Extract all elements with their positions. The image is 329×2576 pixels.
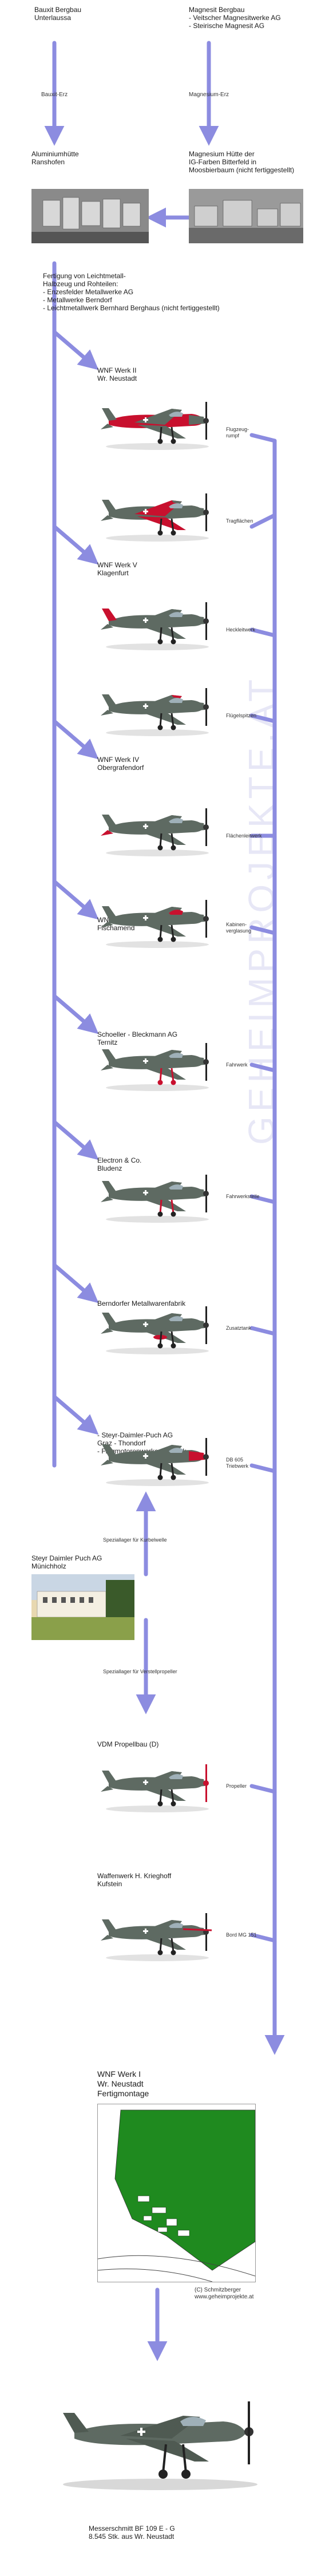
final-assembly-title: WNF Werk I Wr. Neustadt Fertigmontage <box>97 2069 149 2098</box>
fertigung-text: Fertigung von Leichtmetall- Halbzeug und… <box>43 272 220 312</box>
vdm-propellbau: VDM Propellbau (D) <box>97 1740 159 1748</box>
magnesit-bergbau: Magnesit Bergbau - Veitscher Magnesitwer… <box>189 6 281 30</box>
magnesium-huette: Magnesium Hütte der IG-Farben Bitterfeld… <box>189 150 295 174</box>
part-tragflaechen: Tragflächen <box>226 518 253 524</box>
aircraft-12 <box>97 1901 217 1963</box>
part-fahrwerksteile: Fahrwerksteile <box>226 1194 260 1199</box>
part-kabine: Kabinen- verglasung <box>226 922 252 934</box>
branch-3 <box>52 719 99 760</box>
station-schoeller: Schoeller - Bleckmann AG Ternitz <box>97 1030 178 1046</box>
part-triebwerk: DB 605 Triebwerk <box>226 1457 249 1469</box>
aircraft-1 <box>97 389 217 452</box>
station-berndorfer: Berndorfer Metallwarenfabrik <box>97 1299 186 1307</box>
part-zusatztank: Zusatztank <box>226 1325 252 1331</box>
magnesium-erz-label: Magnesium-Erz <box>189 92 229 98</box>
branch-6 <box>52 1120 99 1160</box>
part-mg151: Bord MG 151 <box>226 1932 257 1938</box>
branch-1 <box>52 330 99 370</box>
part-fahrwerk: Fahrwerk <box>226 1062 248 1068</box>
part-heckleitwerk: Heckleitwerk <box>226 627 256 633</box>
spezial-kurbelwelle: Speziallager für Kurbelwelle <box>103 1537 167 1543</box>
branch-2 <box>52 524 99 565</box>
branch-7 <box>52 1263 99 1303</box>
aircraft-7 <box>97 1030 217 1093</box>
final-aircraft <box>51 2381 269 2496</box>
magnesium-photo <box>189 189 303 243</box>
steyr-photo <box>31 1574 134 1640</box>
station-wnf-2: WNF Werk II Wr. Neustadt <box>97 366 137 382</box>
final-assembly-map <box>97 2104 256 2282</box>
aircraft-6 <box>97 887 217 950</box>
krieghoff: Waffenwerk H. Krieghoff Kufstein <box>97 1872 172 1888</box>
aircraft-2 <box>97 481 217 544</box>
spezial-propeller: Speziallager für Verstellpropeller <box>103 1669 177 1674</box>
alu-photo <box>31 189 149 243</box>
aircraft-4 <box>97 675 217 738</box>
station-electron: Electron & Co. Bludenz <box>97 1156 142 1172</box>
branch-8 <box>52 1394 99 1435</box>
steyr-muenichholz: Steyr Daimler Puch AG Münichholz <box>31 1554 102 1570</box>
bauxit-erz-label: Bauxit-Erz <box>41 92 68 98</box>
part-propeller: Propeller <box>226 1783 247 1789</box>
credit: (C) Schmitzberger www.geheimprojekte.at <box>195 2287 254 2300</box>
part-flaechenleitwerk: Flächenleitwerk <box>226 833 262 839</box>
aircraft-5 <box>97 796 217 859</box>
bauxit-bergbau: Bauxit Bergbau Unterlaussa <box>34 6 82 22</box>
aircraft-11 <box>97 1752 217 1815</box>
aircraft-8 <box>97 1162 217 1225</box>
station-wnf-4: WNF Werk IV Obergrafendorf <box>97 756 144 772</box>
part-fluegelspitzen: Flügelspitzen <box>226 713 257 718</box>
aircraft-3 <box>97 590 217 653</box>
branch-4 <box>52 879 99 920</box>
final-caption: Messerschmitt BF 109 E - G 8.545 Stk. au… <box>89 2524 175 2541</box>
aircraft-9 <box>97 1294 217 1357</box>
station-wnf-5: WNF Werk V Klagenfurt <box>97 561 137 577</box>
aircraft-10 <box>97 1425 217 1488</box>
alu-huette: Aluminiumhütte Ranshofen <box>31 150 79 166</box>
branch-5 <box>52 994 99 1034</box>
part-rumpf: Flugzeug- rumpf <box>226 426 249 438</box>
